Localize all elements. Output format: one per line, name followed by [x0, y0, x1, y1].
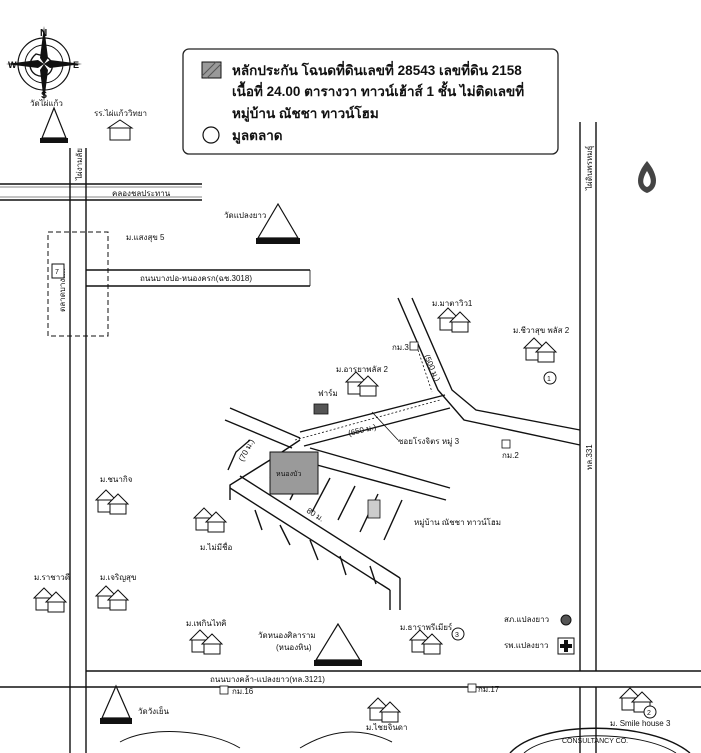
distance-650m: (650 ม.) — [347, 422, 377, 438]
nonghin-label: (หนองหิน) — [276, 643, 312, 652]
km16-label: กม.16 — [232, 687, 254, 696]
wat-plaengyao-label: วัดแปลงยาว — [224, 211, 266, 220]
marker-2: 2 — [647, 710, 651, 717]
hospital-icon — [557, 637, 575, 655]
hospital-label: รพ.แปลงยาว — [504, 641, 549, 650]
collateral-legend-swatch — [201, 61, 222, 79]
compass-s: S — [41, 90, 47, 100]
collateral-plot: หนองบัว — [269, 451, 319, 495]
store-icon — [51, 263, 65, 279]
legend-line-4: มูลตลาด — [232, 128, 283, 144]
wat-wangyen-label: วัดวังเย็น — [138, 706, 170, 716]
police-icon — [560, 614, 572, 626]
school-label: รร.ไผ่แก้ววิทยา — [94, 109, 147, 118]
m-thanya-label: ม.ธาราพรีเมียร์ — [400, 622, 453, 632]
legend-box: หลักประกัน โฉนดที่ดินเลขที่ 28543 เลขที่… — [182, 48, 559, 155]
legend-line-3: หมู่บ้าน ณัชชา ทาวน์โฮม — [232, 104, 379, 122]
bangpo-road-label: ถนนบางปอ-หนองครก(ฉช.3018) — [140, 274, 252, 283]
police-label: สภ.แปลงยาว — [504, 615, 549, 624]
marker-3: 3 — [455, 632, 459, 639]
natcha-village-label: หมู่บ้าน ณัชชา ทาวน์โฮม — [414, 517, 501, 528]
wat-nongsila-icon — [314, 622, 362, 666]
marker-1: 1 — [547, 376, 551, 383]
m-mamtavi-label: ม.มาตาวิว1 — [432, 299, 473, 308]
collateral-label: หนองบัว — [276, 470, 301, 478]
left-road-label: ไผ่งามลัย — [75, 148, 84, 181]
compass-e: E — [73, 60, 79, 70]
emblem-icon — [638, 161, 656, 193]
bangkla-road-label: ถนนบางคล้า-แปลงยาว(ทล.3121) — [210, 675, 325, 684]
m-pakin-label: ม.เพกินไทคิ — [186, 619, 226, 628]
compass-n: N — [40, 28, 47, 39]
wat-nongsila-label: วัดหนองศิลาราม — [258, 631, 316, 640]
wat-plaengyao-icon — [256, 202, 300, 244]
distance-80m: 80 ม. — [305, 506, 326, 524]
farm-label: ฟาร์ม — [318, 388, 338, 398]
km3-label: กม.3 — [392, 343, 409, 352]
distance-lines — [294, 349, 441, 441]
distance-500m: (500 ม.) — [422, 353, 442, 383]
svg-text:7: 7 — [55, 269, 59, 276]
market-legend-circle — [202, 126, 220, 144]
market-label: ตลาดบางแพ — [58, 268, 67, 312]
wat-phaikaew-label: วัดไผ่แก้ว — [30, 99, 63, 108]
canal-road-label: คลองชลประทาน — [112, 189, 171, 198]
m-maimisue-label: ม.ไม่มีชื่อ — [200, 541, 232, 552]
village-icons — [32, 307, 654, 723]
wat-wangyen-icon — [100, 684, 132, 724]
farm-icon — [313, 403, 329, 415]
m-rachawadi-label: ม.ราชาวดี — [34, 573, 70, 582]
distance-70m: (70 ม.) — [237, 437, 256, 463]
wat-phaikaew-icon — [40, 106, 68, 143]
km2-label: กม.2 — [502, 451, 519, 460]
legend-line-2: เนื้อที่ 24.00 ตารางวา ทาวน์เฮ้าส์ 1 ชั้… — [232, 81, 524, 99]
km17-label: กม.17 — [478, 685, 500, 694]
school-icon — [106, 119, 134, 141]
market-outline — [47, 231, 109, 337]
soi-rongchit-label: ซอยโรงจิตร หมู่ 3 — [398, 436, 460, 447]
legend-line-1: หลักประกัน โฉนดที่ดินเลขที่ 28543 เลขที่… — [232, 60, 522, 78]
m-araya-label: ม.อารยาพลัส 2 — [336, 365, 389, 374]
company-stamp: CONSULTANCY CO. — [509, 727, 691, 753]
m-chonakit-label: ม.ชนากิจ — [100, 475, 133, 484]
m-smile-label: ม. Smile house 3 — [610, 719, 671, 728]
compass-rose: N S W E — [6, 26, 82, 102]
m-charoensuk-label: ม.เจริญสุข — [100, 573, 136, 582]
m-saengsuk5-label: ม.แสงสุข 5 — [126, 233, 165, 242]
compass-w: W — [8, 60, 17, 70]
tl331-label: ทล.331 — [585, 444, 594, 470]
svg-text:CONSULTANCY CO.: CONSULTANCY CO. — [562, 738, 628, 745]
m-chiwasuk-label: ม.ชีวาสุข พลัส 2 — [513, 326, 570, 335]
m-chaisin-label: ม.ไชยจินดา — [366, 723, 407, 732]
right-road-label: ไผ่ดินพรหมธุ์ — [584, 146, 594, 191]
